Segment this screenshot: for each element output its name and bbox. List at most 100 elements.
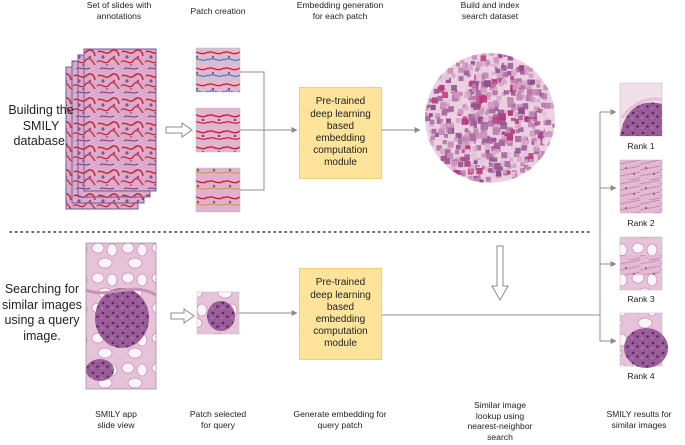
globe-tile [446, 152, 454, 159]
globe-tile [522, 80, 528, 86]
globe-tile [437, 95, 443, 102]
globe-tile [530, 97, 536, 103]
header-index-label: Build and index search dataset [460, 0, 520, 21]
globe-tile [489, 53, 495, 56]
globe-tile [482, 116, 489, 123]
globe-tile [538, 109, 543, 114]
globe-tile [538, 125, 545, 131]
globe-tile [480, 55, 487, 62]
globe-tile [473, 128, 479, 135]
globe-tile [535, 79, 541, 85]
globe-tile [425, 101, 430, 106]
globe-tile [447, 68, 454, 74]
globe-tile [523, 65, 529, 72]
globe-tile [488, 106, 496, 114]
globe-tile [438, 128, 445, 135]
globe-tile [500, 122, 508, 130]
globe-tile [515, 152, 520, 157]
globe-tile [461, 172, 466, 177]
globe-tile [461, 170, 466, 175]
patch-connectors [240, 71, 298, 191]
globe-tile [498, 77, 504, 83]
globe-tile [521, 112, 526, 117]
globe-tile [546, 119, 552, 125]
globe-tile [546, 112, 552, 118]
globe-tile [464, 91, 471, 99]
globe-tile [425, 116, 430, 122]
globe-tile [442, 92, 449, 98]
globe-tile [484, 80, 491, 87]
globe-tile [494, 163, 501, 170]
globe-tile [482, 72, 489, 79]
globe-tile [504, 161, 511, 167]
globe-tile [503, 53, 507, 57]
globe-tile [426, 104, 431, 108]
globe-tile [436, 119, 441, 124]
globe-tile [441, 109, 448, 116]
globe-tile [487, 120, 494, 127]
globe-tile [506, 134, 513, 142]
rank-label: Rank 2 [627, 218, 655, 228]
globe-tile [497, 109, 505, 117]
globe-tile [501, 78, 507, 84]
globe-tile [532, 116, 538, 122]
globe-tile [464, 160, 471, 167]
globe-tile [541, 93, 548, 99]
globe-tile [437, 74, 442, 80]
globe-tile [491, 152, 496, 157]
globe-tile [500, 65, 507, 72]
globe-tile [548, 102, 555, 109]
globe-tile [516, 94, 523, 101]
globe-tile [439, 84, 445, 91]
globe-tile [489, 86, 495, 91]
embedding-module-top: Pre-trained deep learning based embeddin… [299, 87, 382, 179]
globe-tile [512, 84, 519, 91]
globe-tile [459, 92, 463, 96]
globe-tile [502, 165, 507, 169]
globe-tile [541, 102, 546, 108]
globe-tile [510, 145, 515, 150]
rank-label: Rank 1 [627, 141, 655, 151]
globe-tile [528, 67, 533, 72]
globe-tile [478, 112, 483, 118]
search-row-label: Searching for similar images using a que… [2, 282, 82, 343]
globe-tile [527, 153, 534, 160]
globe-tile [460, 156, 465, 162]
globe-tile [434, 132, 439, 137]
globe-tile [500, 158, 507, 164]
globe-tile [425, 106, 429, 111]
globe-tile [492, 147, 499, 154]
globe-tile [448, 106, 454, 112]
globe-tile [430, 135, 436, 140]
globe-tile [429, 119, 435, 125]
globe-tile [533, 106, 539, 112]
globe-tile [492, 74, 497, 80]
globe-tile [470, 61, 475, 66]
globe-tile [427, 139, 434, 146]
globe-tile [510, 172, 516, 178]
globe-tile [537, 154, 544, 161]
globe-tile [427, 132, 432, 136]
globe-tile [471, 119, 476, 125]
globe-tile [469, 134, 477, 142]
globe-tile [463, 135, 470, 141]
globe-tile [488, 77, 495, 83]
globe-tile [501, 136, 507, 141]
globe-tile [451, 73, 456, 78]
globe-tile [518, 107, 525, 115]
globe-tile [473, 160, 478, 165]
globe-tile [516, 78, 522, 84]
globe-tile [516, 156, 522, 162]
globe-tile [440, 101, 447, 109]
globe-tile [492, 90, 498, 96]
globe-tile [467, 67, 473, 74]
globe-tile [543, 102, 550, 109]
globe-tile [445, 103, 450, 108]
globe-tile [428, 113, 433, 117]
globe-tile [527, 79, 533, 85]
globe-tile [507, 110, 514, 116]
globe-tile [464, 132, 469, 137]
globe-tile [515, 169, 520, 175]
globe-tile [482, 124, 488, 130]
globe-tile [461, 118, 468, 125]
